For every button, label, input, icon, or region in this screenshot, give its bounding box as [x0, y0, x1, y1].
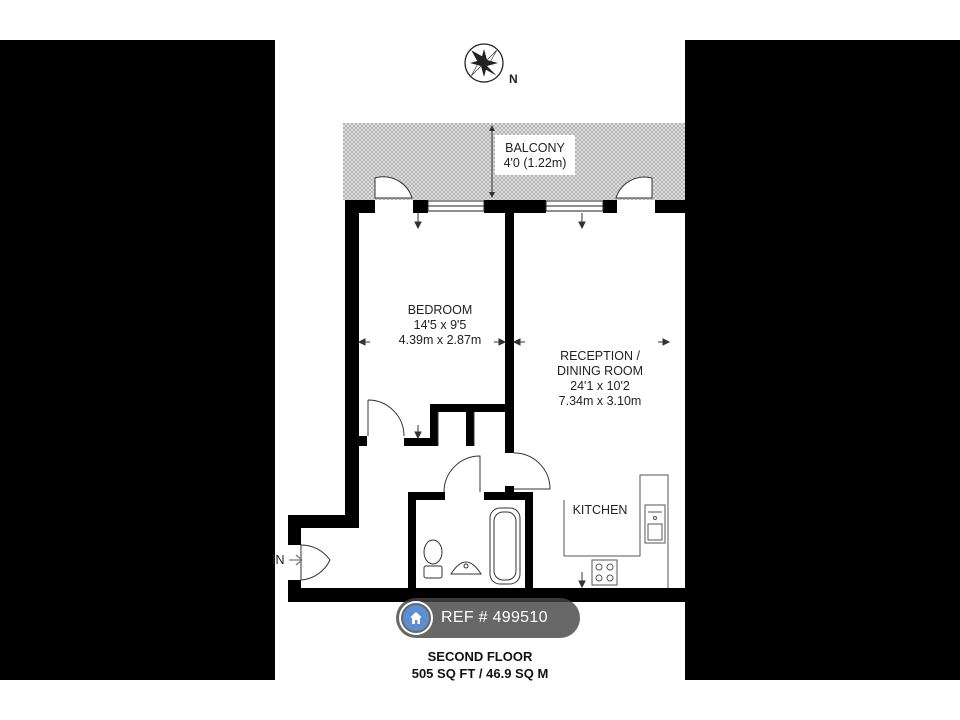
reception-size-imperial: 24'1 x 10'2 [570, 379, 630, 393]
entry-arrow-icon [289, 554, 303, 566]
balcony-size: 4'0 (1.22m) [503, 156, 567, 170]
letterbox-right [685, 40, 960, 680]
ref-watermark-badge: REF # 499510 [396, 598, 580, 638]
reception-label: RECEPTION / DINING ROOM 24'1 x 10'2 7.34… [540, 349, 660, 409]
floor-area: 505 SQ FT / 46.9 SQ M [411, 666, 549, 681]
reception-name-line2: DINING ROOM [556, 364, 644, 378]
bedroom-size-metric: 4.39m x 2.87m [398, 333, 482, 347]
windows [427, 200, 604, 212]
bedroom-size-imperial: 14'5 x 9'5 [413, 318, 467, 332]
reception-name-line1: RECEPTION / [560, 349, 640, 363]
dimension-markers [357, 213, 671, 589]
bedroom-label: BEDROOM 14'5 x 9'5 4.39m x 2.87m [380, 303, 500, 348]
reception-balcony-door-swing [615, 176, 653, 199]
balcony-name: BALCONY [505, 141, 565, 155]
bathroom-fixtures [423, 507, 521, 585]
balcony-label-box [495, 135, 575, 175]
floor-caption: SECOND FLOOR 505 SQ FT / 46.9 SQ M [380, 648, 580, 682]
reception-size-metric: 7.34m x 3.10m [558, 394, 642, 408]
floor-name: SECOND FLOOR [427, 649, 533, 664]
home-icon [403, 605, 429, 631]
north-compass-icon [464, 43, 504, 83]
kitchen-label: KITCHEN [565, 503, 635, 518]
ref-icon-ring [399, 601, 433, 635]
ref-number: REF # 499510 [441, 609, 548, 626]
bedroom-balcony-door-swing [374, 176, 413, 199]
walls [288, 200, 685, 602]
kitchen-name: KITCHEN [572, 503, 628, 517]
north-label: N [509, 72, 518, 86]
balcony-label: BALCONY 4'0 (1.22m) [495, 141, 575, 171]
entry-label: IN [272, 553, 285, 567]
bedroom-name: BEDROOM [407, 303, 473, 317]
letterbox-left [0, 40, 275, 680]
kitchen-units [563, 474, 669, 588]
door-swings [300, 399, 551, 581]
